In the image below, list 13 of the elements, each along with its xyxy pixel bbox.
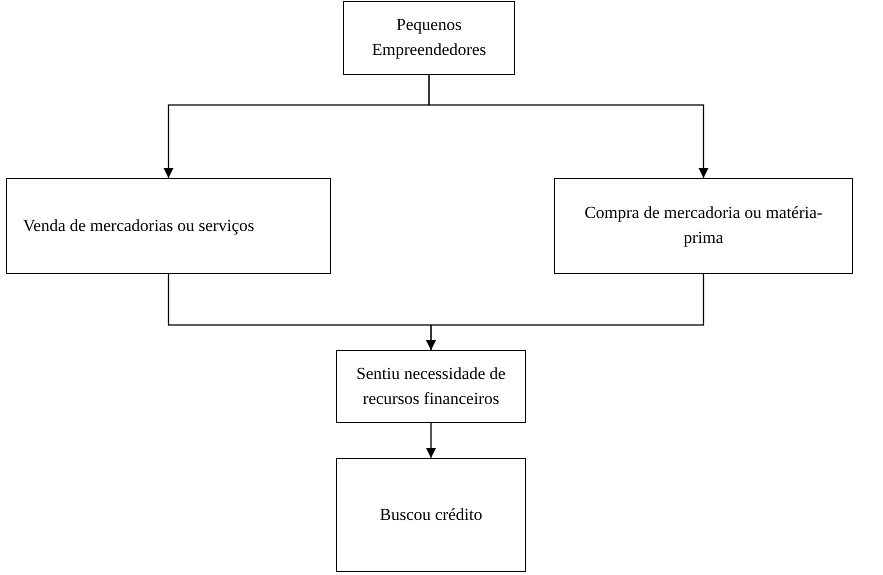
connector-arrow	[426, 274, 704, 350]
process-box	[554, 178, 853, 274]
process-box	[343, 1, 515, 75]
box-text: Venda de mercadorias ou serviços	[23, 214, 254, 237]
box-text: Compra de mercadoria ou matéria-prima	[584, 202, 824, 249]
process-box	[6, 178, 331, 274]
box-text: Sentiu necessidade de recursos financeiros	[355, 362, 507, 410]
connector-arrow	[428, 75, 708, 178]
box-text: Pequenos Empreendedores	[370, 14, 488, 61]
process-box	[336, 350, 526, 423]
box-text: Buscou crédito	[380, 504, 482, 526]
connector-arrow	[426, 423, 436, 458]
process-box	[336, 458, 526, 572]
